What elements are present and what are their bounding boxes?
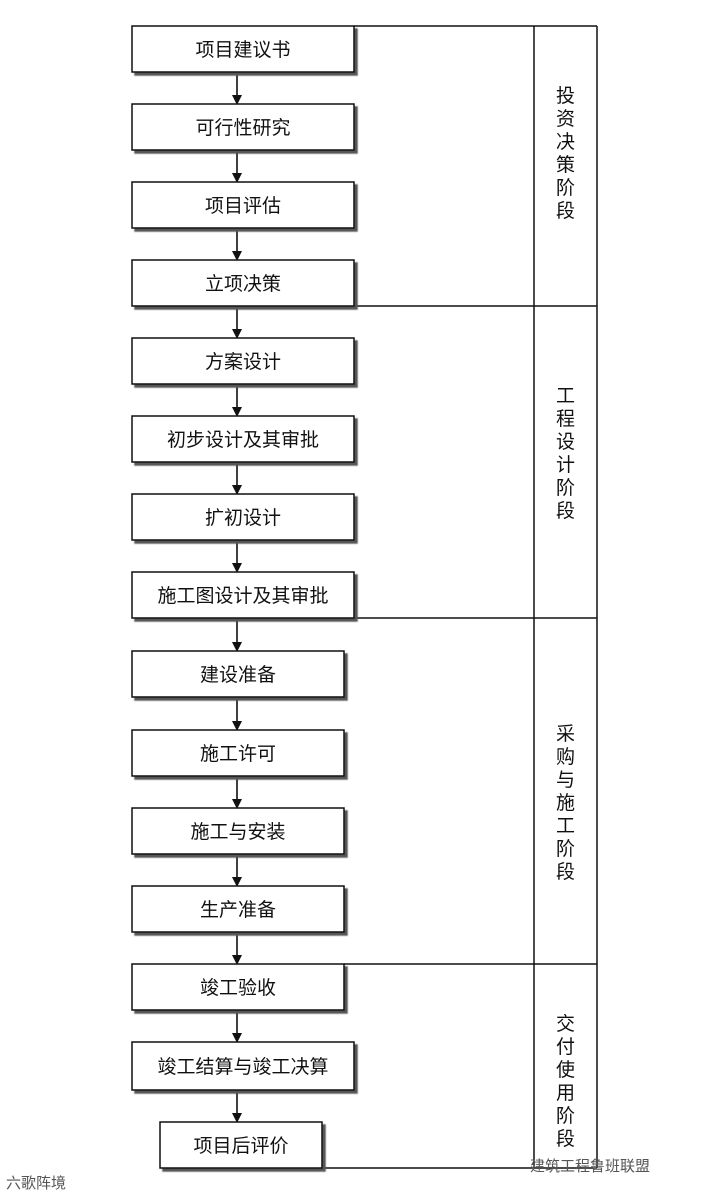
step-box: 扩初设计 (131, 493, 355, 541)
step-label: 扩初设计 (205, 507, 281, 529)
step-box-frame (131, 259, 355, 307)
step-box-frame (131, 885, 345, 933)
step-label: 施工许可 (200, 743, 276, 765)
step-box-frame (131, 103, 355, 151)
step-label: 方案设计 (205, 351, 281, 373)
step-box-frame (131, 807, 345, 855)
step-label: 竣工验收 (200, 977, 276, 999)
step-box: 建设准备 (131, 650, 345, 698)
step-label: 建设准备 (200, 664, 276, 686)
step-box: 立项决策 (131, 259, 355, 307)
step-label: 项目后评价 (193, 1135, 288, 1157)
watermark-right: 建筑工程鲁班联盟 (530, 1157, 651, 1175)
step-label: 施工图设计及其审批 (157, 585, 328, 607)
step-box-frame (131, 181, 355, 229)
step-box-frame (131, 1041, 355, 1091)
step-label: 生产准备 (200, 899, 276, 921)
step-label: 施工与安装 (190, 821, 285, 843)
watermark-left: 六歌阵境 (6, 1174, 67, 1192)
step-box: 生产准备 (131, 885, 345, 933)
step-box: 方案设计 (131, 337, 355, 385)
step-box-frame (131, 963, 345, 1011)
step-label: 初步设计及其审批 (167, 429, 319, 451)
step-box: 施工许可 (131, 729, 345, 777)
step-label: 竣工结算与竣工决算 (157, 1056, 328, 1078)
step-box-frame (131, 493, 355, 541)
step-label: 项目评估 (205, 195, 281, 217)
step-box: 项目建议书 (131, 25, 355, 73)
step-box: 初步设计及其审批 (131, 415, 355, 463)
step-box: 项目评估 (131, 181, 355, 229)
step-box: 可行性研究 (131, 103, 355, 151)
stage-label: 投资决策阶段 (556, 85, 575, 222)
step-box-frame (131, 650, 345, 698)
step-box-frame (131, 571, 355, 619)
step-box-frame (131, 729, 345, 777)
step-label: 可行性研究 (195, 117, 290, 139)
step-box: 项目后评价 (159, 1121, 323, 1169)
step-label: 立项决策 (205, 273, 281, 295)
stage-label: 工程设计阶段 (556, 385, 575, 522)
step-box-frame (131, 415, 355, 463)
step-label: 项目建议书 (195, 39, 290, 61)
step-box: 施工与安装 (131, 807, 345, 855)
step-box: 施工图设计及其审批 (131, 571, 355, 619)
stage-label: 采购与施工阶段 (556, 723, 575, 883)
step-box-frame (159, 1121, 323, 1169)
step-box-frame (131, 25, 355, 73)
step-box-frame (131, 337, 355, 385)
step-box: 竣工结算与竣工决算 (131, 1041, 355, 1091)
stage-label: 交付使用阶段 (556, 1013, 575, 1150)
step-box: 竣工验收 (131, 963, 345, 1011)
